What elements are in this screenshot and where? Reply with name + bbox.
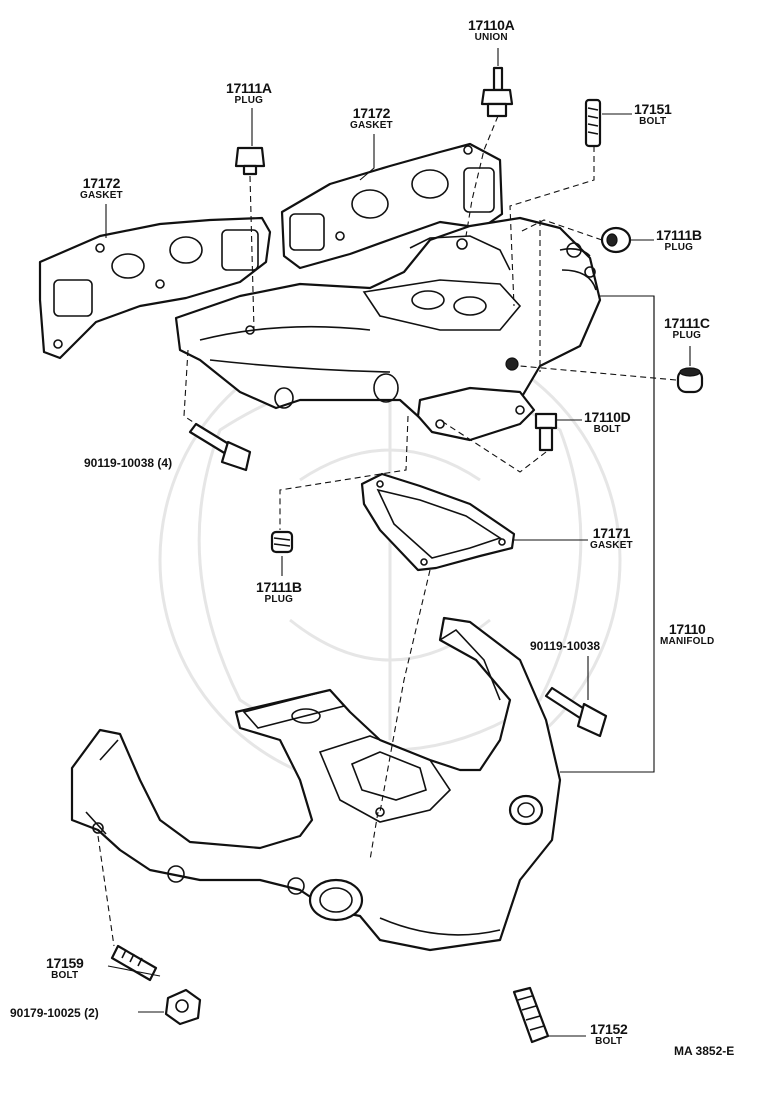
exhaust-manifold-shape [70, 616, 562, 952]
part-number: 17159 [46, 955, 84, 971]
part-number: 17151 [634, 101, 672, 117]
nut-90179-shape [164, 988, 202, 1026]
label-bolt-17110d: 17110D BOLT [584, 409, 631, 435]
part-number: 17152 [590, 1021, 628, 1037]
intake-manifold-shape [174, 216, 602, 442]
label-plug-17111a: 17111A PLUG [226, 81, 272, 106]
gasket-17171-shape [360, 472, 516, 572]
plug-17111a-shape [234, 146, 266, 176]
part-name: BOLT [593, 424, 621, 435]
part-name: PLUG [672, 330, 702, 341]
label-plug-17111c: 17111C PLUG [664, 316, 710, 341]
part-number: 17110A [468, 17, 515, 33]
part-name: BOLT [639, 116, 667, 127]
bolt-17151-shape [584, 98, 602, 148]
part-name: PLUG [664, 242, 694, 253]
label-union-17110a: 17110A UNION [468, 17, 515, 43]
plug-17111b-center-shape [270, 530, 294, 554]
label-bolt-90119-a: 90119-10038 (4) [84, 456, 173, 470]
part-number: 17172 [82, 175, 121, 191]
part-name: PLUG [264, 594, 294, 605]
part-number: 17111A [226, 80, 272, 96]
plug-17111c-shape [676, 367, 704, 394]
part-number: 17110D [584, 409, 631, 425]
part-name: GASKET [80, 190, 123, 201]
part-name: PLUG [234, 95, 264, 106]
label-bolt-17152: 17152 BOLT [590, 1021, 628, 1047]
label-bolt-17159: 17159 BOLT [46, 955, 84, 981]
part-number: 17110 [668, 621, 706, 637]
part-number: 17171 [592, 525, 631, 541]
label-nut-90179: 90179-10025 (2) [10, 1006, 99, 1020]
bolt-90119-b-shape [544, 686, 608, 738]
diagram-code: MA 3852-E [674, 1044, 735, 1058]
part-name: BOLT [51, 970, 79, 981]
gasket-left-shape [38, 216, 272, 360]
part-number: 17111C [664, 315, 710, 331]
label-plug-17111b-right: 17111B PLUG [656, 228, 702, 253]
plug-17111b-right-shape [600, 226, 632, 254]
label-manifold-17110: 17110 MANIFOLD [660, 622, 714, 647]
label-bolt-17151: 17151 BOLT [634, 101, 672, 127]
bolt-17110d-shape [534, 412, 558, 452]
bolt-17159-shape [110, 944, 158, 982]
part-name: MANIFOLD [660, 636, 715, 647]
label-bolt-90119-b: 90119-10038 [530, 639, 601, 653]
part-name: BOLT [595, 1036, 623, 1047]
part-name: GASKET [350, 120, 393, 131]
part-number: 17172 [352, 105, 391, 121]
union-17110a-shape [480, 66, 514, 118]
part-number: 17111B [256, 579, 302, 595]
bolt-17152-shape [512, 986, 550, 1044]
label-gasket-17171: 17171 GASKET [590, 526, 633, 551]
part-name: GASKET [590, 540, 633, 551]
assembly-dashed-lines [97, 115, 677, 947]
part-name: UNION [474, 32, 508, 43]
label-gasket-left: 17172 GASKET [80, 176, 123, 201]
bolt-90119-a-shape [188, 422, 252, 472]
leader-lines [105, 48, 691, 1037]
label-gasket-center: 17172 GASKET [350, 106, 393, 131]
gasket-center-shape [280, 142, 504, 270]
part-number: 17111B [656, 227, 702, 243]
label-plug-17111b-center: 17111B PLUG [256, 580, 302, 605]
